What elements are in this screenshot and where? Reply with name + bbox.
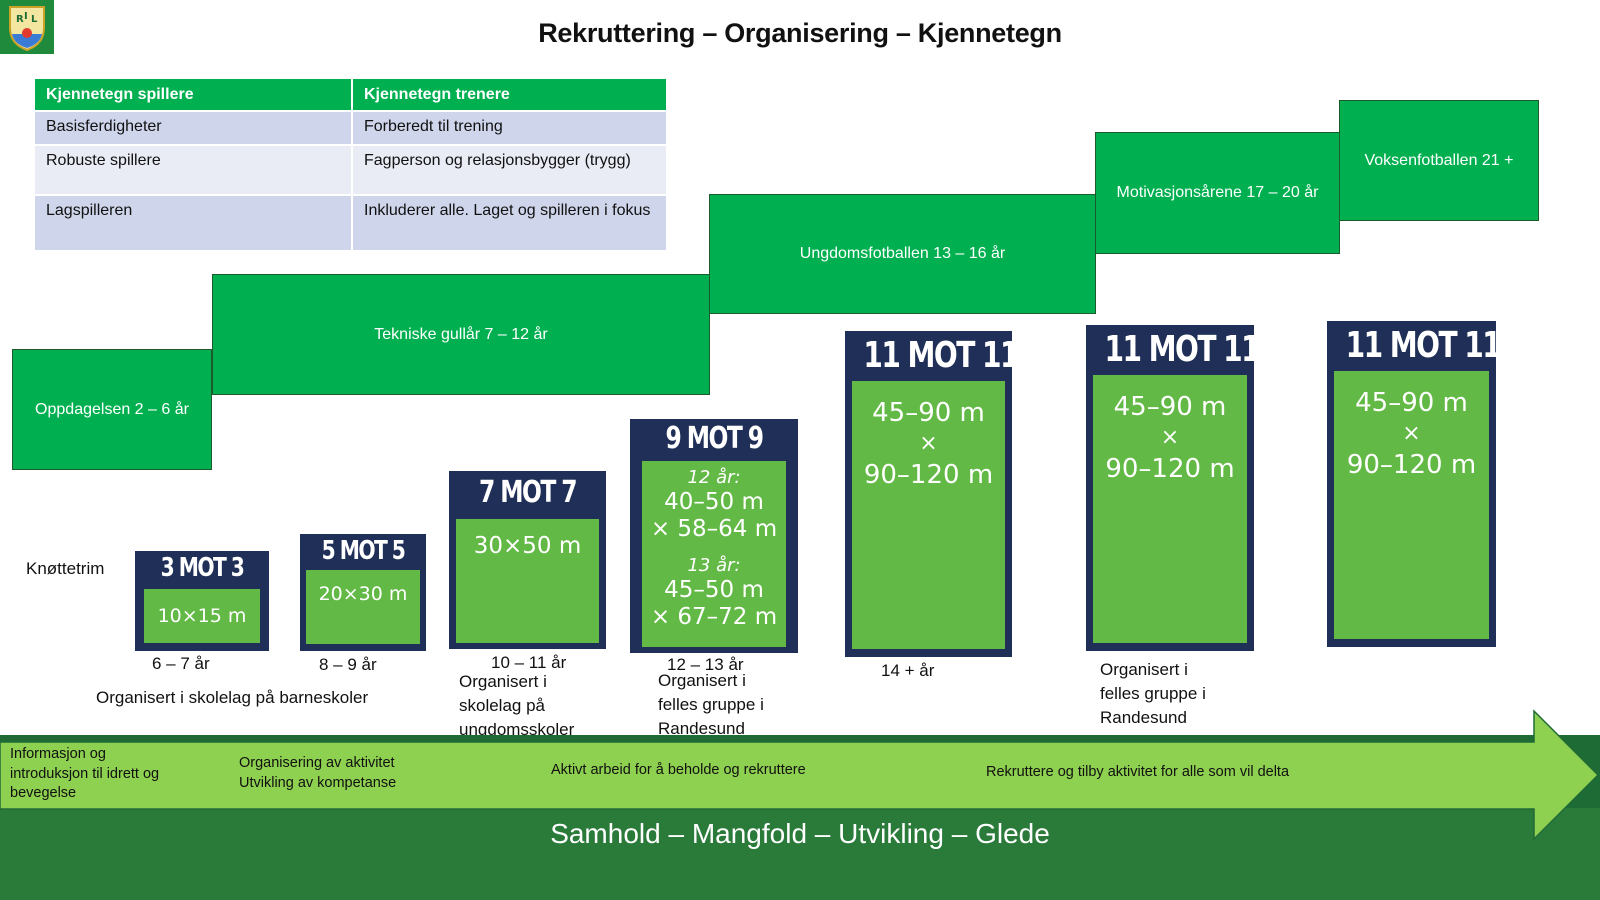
pitch-size: 45–90 m × 90–120 m [1334,371,1489,639]
pitch-9v9: 9 MOT 9 12 år: 40–50 m × 58–64 m 13 år: … [630,419,798,653]
organisation-line: ungdomsskoler [459,720,575,739]
progress-arrow [0,709,1600,841]
pitch-size-text: 45–90 m [872,398,985,428]
pitch-size: 45–90 m × 90–120 m [1093,375,1247,643]
organisation-label: Organisert i felles gruppe i Randesund [658,669,764,741]
knottetrim-label: Knøttetrim [26,559,105,578]
table-cell: Forberedt til trening [351,110,668,146]
stage-label: Ungdomsfotballen 13 – 16 år [799,245,1006,262]
pitch-11v11: 11 MOT 11 45–90 m × 90–120 m [1327,321,1502,647]
stage-label: Voksenfotballen 21 + [1364,151,1514,169]
svg-text:L: L [31,14,38,25]
stage-oppdagelsen: Oppdagelsen 2 – 6 år [12,349,212,470]
age-label: 6 – 7 år [152,654,210,673]
pitch-size-text: 90–120 m [1346,450,1477,480]
pitch-size-caption: 12 år: [687,467,741,488]
organisation-line: Organisert i [658,671,746,690]
pitch-size: 45–90 m × 90–120 m [852,381,1005,649]
pitch-format-label: 3 MOT 3 [160,553,245,583]
age-label: 12 – 13 år [667,655,744,674]
pitch-format-label: 11 MOT 11 [1104,329,1260,370]
page-title: Rekruttering – Organisering – Kjennetegn [538,18,1062,48]
table-cell: Inkluderer alle. Laget og spilleren i fo… [351,194,668,252]
pitch-11v11: 11 MOT 11 45–90 m × 90–120 m [1086,325,1261,651]
arrow-segment-2: Organisering av aktivitet Utvikling av k… [239,754,396,793]
pitch-size: 10×15 m [144,589,260,643]
organisation-line: felles gruppe i [1100,684,1206,703]
stage-motivasjonsarene: Motivasjonsårene 17 – 20 år [1095,132,1340,254]
stage-voksenfotballen: Voksenfotballen 21 + [1339,100,1539,221]
values-band [0,808,1600,900]
arrow-text-line: Informasjon og [10,746,106,762]
pitch-size-text: × [1402,421,1421,446]
pitch-format-label: 9 MOT 9 [665,421,764,456]
table-cell: Lagspilleren [33,194,353,252]
pitch-size: 30×50 m [456,519,599,643]
arrow-segment-3: Aktivt arbeid for å beholde og rekrutter… [551,762,806,778]
organisation-line: skolelag på [459,696,546,715]
arrow-text-line: introduksjon til idrett og [10,765,160,782]
table-row: Basisferdigheter Forberedt til trening [33,110,668,146]
arrow-segment-4: Rekruttere og tilby aktivitet for alle s… [986,764,1290,780]
organisation-line: Randesund [1100,708,1187,727]
pitch-size-text: × 67–72 m [650,604,778,630]
pitch-7v7: 7 MOT 7 30×50 m [449,471,606,649]
club-logo: R I L [0,0,54,54]
arrow-text-line: bevegelse [10,785,77,801]
pitch-size-text: 45–90 m [1355,388,1468,418]
arrow-text-line: Utvikling av kompetanse [239,774,397,791]
pitch-format-label: 7 MOT 7 [478,475,578,510]
organisation-line: Randesund [658,719,745,738]
table-cell: Fagperson og relasjonsbygger (trygg) [351,144,668,196]
pitch-size: 12 år: 40–50 m × 58–64 m 13 år: 45–50 m … [642,461,786,647]
organisation-line: felles gruppe i [658,695,764,714]
pitch-size-text: 40–50 m [664,489,764,515]
stage-ungdomsfotballen: Ungdomsfotballen 13 – 16 år [709,194,1096,314]
organisation-line: Organisert i [459,672,547,691]
pitch-size-text: 90–120 m [1105,454,1235,484]
stage-label: Tekniske gullår 7 – 12 år [374,325,548,343]
arrow-segment-1: Informasjon og introduksjon til idrett o… [10,745,159,804]
svg-text:I: I [24,11,28,22]
organisation-label: Organisert i felles gruppe i Randesund [1100,658,1206,730]
pitch-size-text: 90–120 m [863,460,994,490]
pitch-size-text: × 58–64 m [650,516,778,542]
stage-label: Oppdagelsen 2 – 6 år [35,400,189,418]
arrow-text-line: Organisering av aktivitet [239,755,395,771]
pitch-size-caption: 13 år: [687,555,741,576]
age-label: 14 + år [881,661,935,680]
table-header-coaches: Kjennetegn trenere [351,77,668,112]
age-label: 10 – 11 år [491,653,567,672]
table-cell: Robuste spillere [33,144,353,196]
characteristics-table: Kjennetegn spillere Kjennetegn trenere B… [33,77,668,252]
organisation-line: Organisert i [1100,660,1188,679]
pitch-size-text: × [1160,425,1180,450]
pitch-5v5: 5 MOT 5 20×30 m [300,534,426,651]
pitch-format-label: 11 MOT 11 [863,335,1019,376]
table-row: Robuste spillere Fagperson og relasjonsb… [33,144,668,196]
values-text: Samhold – Mangfold – Utvikling – Glede [550,818,1050,849]
pitch-format-label: 11 MOT 11 [1345,325,1502,366]
pitch-format-label: 5 MOT 5 [321,536,406,566]
pitch-size-text: × [919,431,938,456]
organisation-label: Organisert i skolelag på barneskoler [96,688,369,707]
table-header-players: Kjennetegn spillere [33,77,353,112]
stage-tekniske-gullar: Tekniske gullår 7 – 12 år [212,274,710,395]
table-cell: Basisferdigheter [33,110,353,146]
stage-label: Motivasjonsårene 17 – 20 år [1116,184,1319,201]
organisation-label: Organisert i skolelag på ungdomsskoler [459,670,574,742]
logo-lettering: R [16,14,24,25]
age-label: 8 – 9 år [319,655,377,674]
pitch-size-text: 45–90 m [1113,392,1227,422]
pitch-11v11: 11 MOT 11 45–90 m × 90–120 m [845,331,1020,657]
pitch-3v3: 3 MOT 3 10×15 m [135,551,269,651]
pitch-size-text: 45–50 m [664,577,764,603]
table-row: Lagspilleren Inkluderer alle. Laget og s… [33,194,668,252]
pitch-size: 20×30 m [306,570,420,644]
